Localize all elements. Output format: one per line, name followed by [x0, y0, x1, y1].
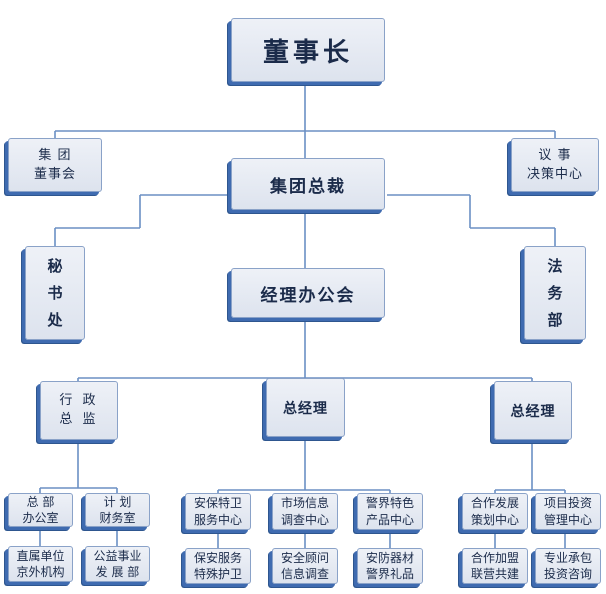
planning-finance-label: 计 划 财务室	[99, 494, 136, 525]
partnership-planning-label: 合作发展 策划中心	[470, 496, 519, 527]
direct-units-label: 直属单位 京外机构	[16, 548, 65, 579]
general-office-label: 总 部 办公室	[22, 494, 59, 525]
legal-label: 法 务 部	[547, 256, 563, 329]
admin-director-box: 行 政 总 监	[40, 381, 118, 440]
chairman-box: 董事长	[231, 18, 385, 82]
security-equipment-label: 安防器材 警界礼品	[365, 550, 414, 581]
security-equipment-box: 安防器材 警界礼品	[357, 548, 423, 584]
secretary-label: 秘 书 处	[47, 256, 63, 329]
office-label: 经理办公会	[260, 285, 356, 306]
project-investment-label: 项目投资 管理中心	[543, 496, 592, 527]
market-research-center-label: 市场信息 调查中心	[280, 496, 329, 527]
security-guard-label: 保安服务 特殊护卫	[193, 550, 242, 581]
security-consulting-label: 安全顾问 信息调查	[280, 550, 329, 581]
admin-director-label: 行 政 总 监	[59, 392, 99, 427]
gm-label-middle: 总经理	[283, 400, 328, 417]
franchise-box: 合作加盟 联营共建	[462, 548, 528, 584]
legal-box: 法 务 部	[524, 246, 586, 340]
contracting-box: 专业承包 投资咨询	[535, 548, 601, 584]
gm-box-right: 总经理	[494, 381, 572, 440]
public-affairs-box: 公益事业 发 展 部	[85, 546, 150, 582]
gm-label-right: 总经理	[510, 403, 556, 420]
general-office-box: 总 部 办公室	[8, 493, 73, 527]
police-products-center-box: 警界特色 产品中心	[357, 493, 423, 530]
security-service-center-box: 安保特卫 服务中心	[185, 493, 251, 530]
security-consulting-box: 安全顾问 信息调查	[272, 548, 338, 584]
ceo-box: 集团总裁	[231, 158, 385, 210]
direct-units-box: 直属单位 京外机构	[8, 546, 73, 582]
secretary-box: 秘 书 处	[25, 246, 85, 340]
project-investment-box: 项目投资 管理中心	[535, 493, 601, 530]
police-products-center-label: 警界特色 产品中心	[365, 496, 414, 527]
chairman-label: 董事长	[262, 37, 353, 68]
group-board-box: 集 团 董事会	[8, 138, 102, 192]
security-guard-box: 保安服务 特殊护卫	[185, 548, 251, 584]
public-affairs-label: 公益事业 发 展 部	[93, 548, 142, 579]
planning-finance-box: 计 划 财务室	[85, 493, 150, 527]
market-research-center-box: 市场信息 调查中心	[272, 493, 338, 530]
group-board-label: 集 团 董事会	[33, 147, 76, 183]
office-box: 经理办公会	[231, 268, 385, 318]
franchise-label: 合作加盟 联营共建	[470, 550, 519, 581]
decision-center-box: 议 事 决策中心	[511, 138, 599, 192]
gm-box-middle: 总经理	[266, 378, 345, 437]
partnership-planning-box: 合作发展 策划中心	[462, 493, 528, 530]
security-service-center-label: 安保特卫 服务中心	[193, 496, 242, 527]
decision-center-label: 议 事 决策中心	[526, 147, 583, 183]
contracting-label: 专业承包 投资咨询	[543, 550, 592, 581]
ceo-label: 集团总裁	[270, 176, 346, 197]
